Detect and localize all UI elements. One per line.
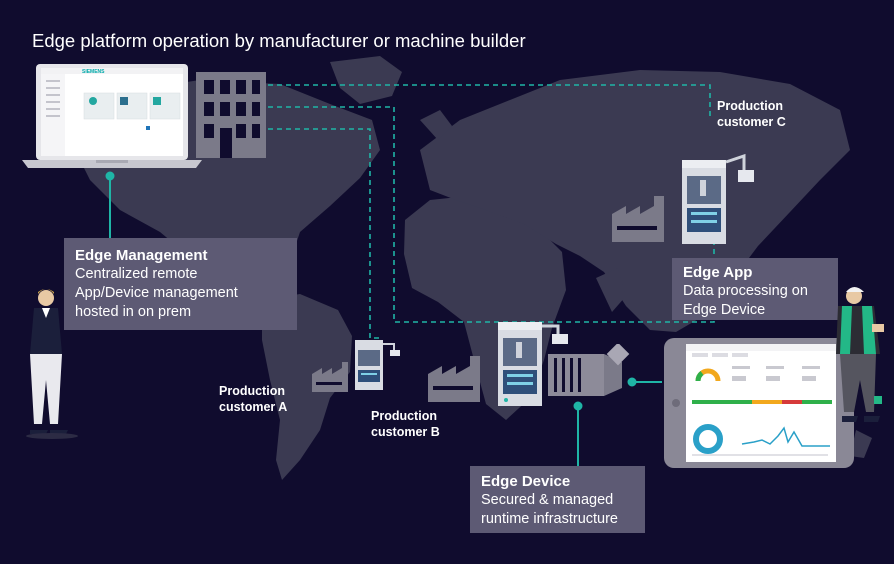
edge-device-heading: Edge Device	[481, 473, 571, 490]
edge-device-box: Edge Device Secured & managed runtime in…	[470, 466, 645, 533]
tablet-dashboard	[664, 338, 854, 468]
person-worker-icon	[836, 287, 884, 422]
edge-management-heading: Edge Management	[75, 247, 208, 264]
machine-b-icon	[498, 322, 568, 406]
production-customer-c-label: Production customer C	[717, 99, 786, 129]
edge-app-heading: Edge App	[683, 264, 753, 281]
edge-device-hardware	[548, 344, 630, 396]
edge-management-line: Centralized remote	[75, 266, 198, 282]
edge-management-line: hosted in on prem	[75, 304, 192, 320]
trend-line-icon	[741, 426, 830, 447]
link-customer-c	[268, 84, 711, 118]
laptop-brand: SIEMENS	[82, 69, 105, 75]
production-customer-b-label: Production customer B	[371, 409, 440, 439]
person-manager-icon	[26, 289, 78, 439]
edge-app-line: Data processing on	[683, 283, 808, 299]
factory-c-icon	[612, 196, 664, 242]
edge-device-line: Secured & managed	[481, 492, 614, 508]
factory-a-icon	[312, 362, 348, 392]
factory-b-icon	[428, 356, 480, 402]
link-customer-a	[268, 128, 380, 339]
edge-management-line: App/Device management	[75, 285, 238, 301]
laptop-illustration: SIEMENS	[22, 64, 202, 168]
production-customer-a-label: Production customer A	[219, 384, 288, 414]
edge-device-line: runtime infrastructure	[481, 511, 618, 527]
edge-app-box: Edge App Data processing on Edge Device	[672, 258, 838, 320]
edge-management-box: Edge Management Centralized remote App/D…	[64, 238, 297, 330]
machine-c-icon	[682, 153, 754, 244]
edge-app-line: Edge Device	[683, 302, 766, 318]
app-tile-icon	[153, 97, 161, 105]
tablet-home-icon	[672, 399, 680, 407]
app-tile-icon	[89, 97, 97, 105]
donut-icon	[693, 424, 723, 454]
app-tile-icon	[120, 97, 128, 105]
office-building-icon	[196, 72, 266, 158]
page-title: Edge platform operation by manufacturer …	[32, 30, 526, 51]
machine-a-icon	[355, 340, 400, 390]
